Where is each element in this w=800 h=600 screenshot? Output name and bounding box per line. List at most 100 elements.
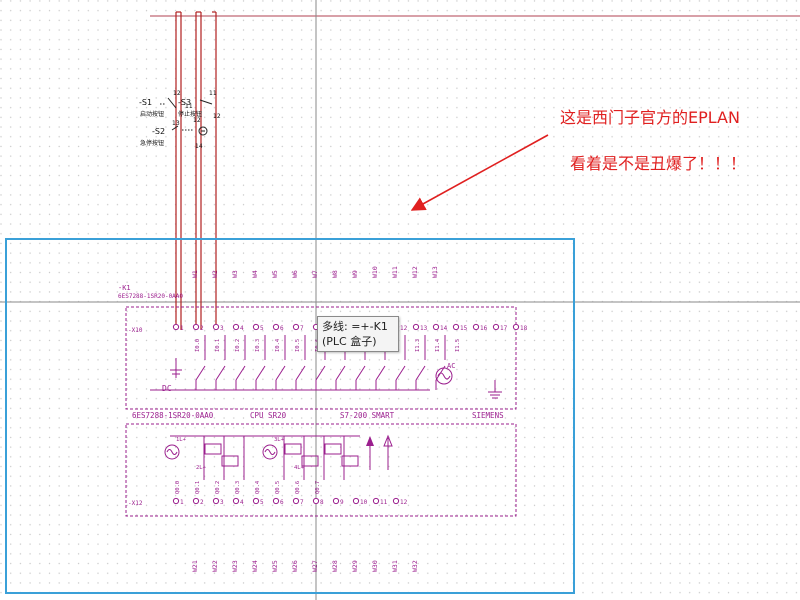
- input-terminal-strip-label: -X10: [128, 327, 143, 334]
- output-terminal-number: 10: [360, 499, 368, 506]
- terminal-label: 11: [185, 103, 193, 110]
- input-terminal: [192, 323, 200, 331]
- input-address: I0.3: [255, 339, 261, 352]
- plc-vendor: SIEMENS: [472, 411, 504, 420]
- terminal-label: 12: [193, 117, 201, 124]
- cable-tag: W1: [191, 270, 199, 278]
- contact-blade: [395, 365, 406, 381]
- contact-blade: [315, 365, 326, 381]
- cable-tag: W31: [391, 560, 399, 572]
- output-terminal: [272, 497, 280, 505]
- plc-output-frame: [125, 423, 517, 517]
- input-terminal: [172, 323, 180, 331]
- input-terminal-number: 5: [260, 325, 264, 332]
- input-address: I0.4: [275, 338, 281, 352]
- output-terminal-number: 9: [340, 499, 344, 506]
- switch-group[interactable]: -S1 启动按钮 -S3 停止按钮 -S2 急停按钮 12 11 11 12 1…: [139, 90, 221, 150]
- output-supply-arrow-icon: [366, 436, 374, 446]
- output-supply-arrow-outline-icon: [383, 434, 393, 447]
- input-address: I0.0: [195, 339, 201, 352]
- tooltip-line-2: (PLC 盒子): [322, 335, 377, 348]
- cable-tag: W29: [351, 560, 359, 572]
- output-address: Q0.3: [235, 481, 241, 494]
- output-terminal: [252, 497, 260, 505]
- output-terminal: [172, 497, 180, 505]
- ac-source-symbol: [435, 367, 453, 385]
- contact-blade: [275, 365, 286, 381]
- output-address: Q0.1: [195, 481, 201, 494]
- output-terminal-number: 12: [400, 499, 408, 506]
- cable-tag: W4: [251, 270, 259, 278]
- output-address: Q0.6: [295, 481, 301, 494]
- switch-s1-tag: -S1: [139, 98, 152, 107]
- terminal-label: 12: [173, 90, 181, 97]
- relay-label: 1L+: [176, 437, 187, 443]
- output-terminal: [372, 497, 380, 505]
- output-terminal: [192, 497, 200, 505]
- input-terminal-number: 18: [520, 325, 528, 332]
- input-terminal: [292, 323, 300, 331]
- tooltip-line-1: 多线: =+-K1: [322, 320, 388, 333]
- input-terminal: [412, 323, 420, 331]
- terminal-label: 14: [195, 143, 203, 150]
- selection-rectangle: [5, 238, 575, 594]
- cable-tag: W14: [0, 266, 2, 278]
- output-address: Q0.0: [175, 481, 181, 494]
- annotation-text-1: 这是西门子官方的EPLAN: [560, 108, 740, 127]
- output-address: Q0.2: [215, 481, 221, 494]
- contact-blade: [415, 365, 426, 381]
- input-contacts: [150, 358, 430, 391]
- cable-tag: W6: [291, 270, 299, 278]
- output-terminal-number: 5: [260, 499, 264, 506]
- input-terminal-number: 4: [240, 325, 244, 332]
- cable-tag: W32: [411, 560, 419, 572]
- output-terminal: [312, 497, 320, 505]
- input-terminal: [272, 323, 280, 331]
- relay-label: 4L+: [294, 465, 305, 471]
- input-address: I0.5: [295, 339, 301, 352]
- relay-label: 2L+: [196, 465, 207, 471]
- dc-label: DC: [162, 384, 172, 393]
- plc-order-number: 6ES7288-1SR20-0AA0: [132, 411, 214, 420]
- cable-tag: W5: [271, 270, 279, 278]
- output-terminal: [292, 497, 300, 505]
- switch-s2-tag: -S2: [152, 127, 165, 136]
- cable-tag: W8: [331, 270, 339, 278]
- input-terminal-number: 15: [460, 325, 468, 332]
- relay-label: 3L+: [274, 437, 285, 443]
- input-terminal: [212, 323, 220, 331]
- output-terminal-number: 11: [380, 499, 388, 506]
- input-terminal: [232, 323, 240, 331]
- input-address: I1.5: [455, 339, 461, 352]
- cable-tag: W27: [311, 560, 319, 572]
- switch-s1-desc: 启动按钮: [140, 110, 164, 118]
- contact-blade: [335, 365, 346, 381]
- plc-input-frame: [125, 306, 517, 410]
- terminal-label: 12: [213, 113, 221, 120]
- input-terminal: [432, 323, 440, 331]
- cable-tag: W10: [371, 266, 379, 278]
- input-address: I0.1: [215, 339, 221, 352]
- plc-order-top: 6ES7288-1SR20-0AA0: [118, 293, 183, 300]
- contact-blade: [375, 365, 386, 381]
- cable-tag: W24: [251, 560, 259, 572]
- output-terminal: [392, 497, 400, 505]
- cable-tag: W25: [271, 560, 279, 572]
- cable-tag: W26: [291, 560, 299, 572]
- input-terminal-number: 3: [220, 325, 224, 332]
- contact-blade: [215, 365, 226, 381]
- input-terminal-number: 1: [180, 325, 184, 332]
- cable-tag: W9: [351, 270, 359, 278]
- plc-tag: -K1: [118, 284, 131, 292]
- switch-s2-desc: 急停按钮: [140, 139, 164, 147]
- output-terminal-number: 7: [300, 499, 304, 506]
- output-terminal-strip-label: -X12: [128, 500, 143, 507]
- ac-label: AC: [447, 362, 455, 370]
- contact-blade: [195, 365, 206, 381]
- input-terminal-number: 13: [420, 325, 428, 332]
- terminal-label: 13: [172, 120, 180, 127]
